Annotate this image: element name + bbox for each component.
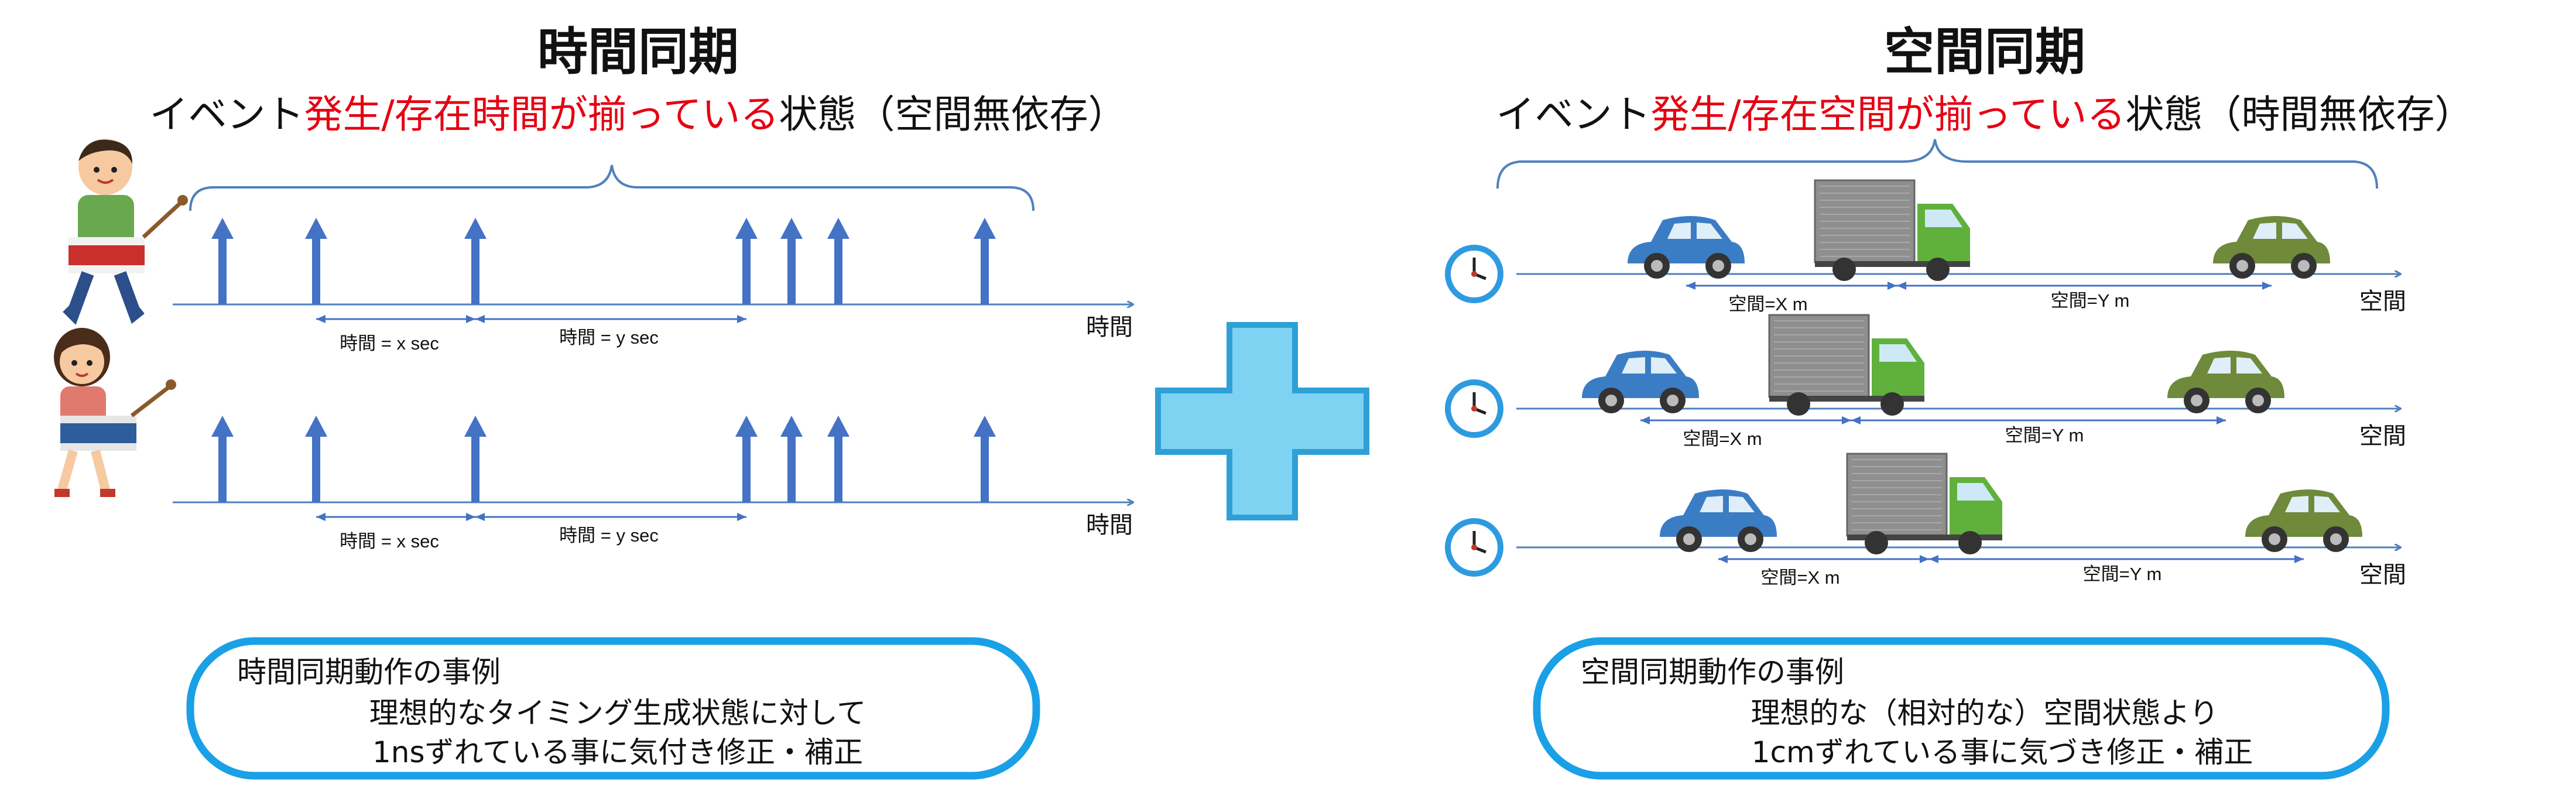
clock-icon	[1445, 518, 1503, 577]
space-example-heading: 空間同期動作の事例	[1581, 655, 1844, 689]
subtitle-suffix: 状態（空間無依存）	[779, 92, 1126, 137]
drummer-girl-illustration	[54, 328, 176, 497]
event-pulse	[218, 432, 227, 502]
subtitle-highlight: 発生/存在時間が揃っている	[304, 92, 779, 137]
interval-x-label: 空間=X m	[1728, 294, 1807, 314]
space-brace	[1496, 139, 2378, 189]
space-lane-3: 空間 空間=X m 空間=Y m	[1445, 453, 2406, 588]
time-example-line1: 理想的なタイミング生成状態に対して	[369, 696, 866, 730]
space-axis-label: 空間	[2359, 288, 2406, 315]
event-pulse-head	[827, 218, 849, 239]
event-pulse-head	[305, 416, 327, 437]
space-sync-title: 空間同期	[1884, 23, 2085, 81]
time-axis-label: 時間	[1086, 512, 1133, 539]
event-pulse	[787, 234, 796, 304]
event-pulse-head	[974, 218, 996, 239]
event-pulse-head	[780, 218, 803, 239]
blue-car	[1582, 351, 1699, 413]
plus-icon	[1155, 322, 1369, 520]
subtitle-suffix: 状態（時間無依存）	[2125, 92, 2473, 137]
space-example-line2: 1cmずれている事に気づき修正・補正	[1752, 735, 2253, 769]
blue-car	[1628, 216, 1745, 279]
event-pulse	[742, 234, 751, 304]
space-sync-subtitle: イベント発生/存在空間が揃っている状態（時間無依存）	[1496, 92, 2474, 137]
time-sync-subtitle: イベント発生/存在時間が揃っている状態（空間無依存）	[150, 92, 1127, 137]
interval-y-label: 空間=Y m	[2005, 425, 2084, 446]
time-axis-label: 時間	[1086, 314, 1133, 341]
time-example-line2: 1nsずれている事に気付き修正・補正	[372, 735, 863, 769]
interval-y-label: 時間 = y sec	[559, 525, 659, 546]
event-pulse	[218, 234, 227, 304]
event-pulse	[471, 432, 479, 502]
time-sync-title: 時間同期	[537, 23, 739, 81]
event-pulse	[981, 234, 989, 304]
event-pulse-head	[780, 416, 803, 437]
truck	[1814, 179, 1970, 281]
time-example-box: 時間同期動作の事例 理想的なタイミング生成状態に対して 1nsずれている事に気付…	[186, 637, 1040, 780]
blue-car	[1660, 489, 1777, 552]
space-example-line1: 理想的な（相対的な）空間状態より	[1751, 696, 2219, 730]
event-pulse-head	[735, 218, 758, 239]
event-pulse-head	[974, 416, 996, 437]
event-pulse	[981, 432, 989, 502]
olive-car	[2213, 216, 2330, 279]
event-pulse	[312, 234, 320, 304]
interval-x-label: 時間 = x sec	[340, 333, 439, 354]
interval-y-label: 空間=Y m	[2051, 290, 2130, 311]
interval-y-label: 空間=Y m	[2083, 564, 2162, 584]
drummer-boy-illustration	[63, 139, 188, 325]
space-lane-1: 空間 空間=X m 空間=Y m	[1445, 179, 2406, 315]
clock-icon	[1445, 379, 1503, 438]
clock-icon	[1445, 245, 1503, 303]
space-axis-label: 空間	[2359, 561, 2406, 588]
olive-car	[2167, 351, 2284, 413]
event-pulse	[834, 432, 842, 502]
space-lane-2: 空間 空間=X m 空間=Y m	[1445, 314, 2406, 450]
truck	[1846, 453, 2002, 554]
event-pulse	[787, 432, 796, 502]
subtitle-highlight: 発生/存在空間が揃っている	[1651, 92, 2126, 137]
subtitle-prefix: イベント	[1496, 92, 1651, 137]
event-pulse	[834, 234, 842, 304]
event-pulse-head	[827, 416, 849, 437]
event-pulse-head	[464, 416, 487, 437]
olive-car	[2245, 489, 2362, 552]
event-pulse-head	[211, 218, 234, 239]
subtitle-prefix: イベント	[150, 92, 304, 137]
event-pulse-head	[305, 218, 327, 239]
time-brace	[189, 165, 1034, 211]
event-pulse-head	[211, 416, 234, 437]
truck	[1768, 314, 1924, 416]
interval-y-label: 時間 = y sec	[559, 327, 659, 348]
event-pulse-head	[464, 218, 487, 239]
time-example-heading: 時間同期動作の事例	[237, 655, 501, 689]
space-example-box: 空間同期動作の事例 理想的な（相対的な）空間状態より 1cmずれている事に気づき…	[1533, 637, 2390, 780]
interval-x-label: 空間=X m	[1760, 567, 1839, 588]
interval-x-label: 時間 = x sec	[340, 531, 439, 551]
event-pulse-head	[735, 416, 758, 437]
interval-x-label: 空間=X m	[1683, 429, 1762, 449]
time-sync-panel: 時間同期 イベント発生/存在時間が揃っている状態（空間無依存）	[54, 23, 1133, 780]
event-pulse	[471, 234, 479, 304]
event-pulse	[742, 432, 751, 502]
event-pulse	[312, 432, 320, 502]
space-axis-label: 空間	[2359, 423, 2406, 450]
